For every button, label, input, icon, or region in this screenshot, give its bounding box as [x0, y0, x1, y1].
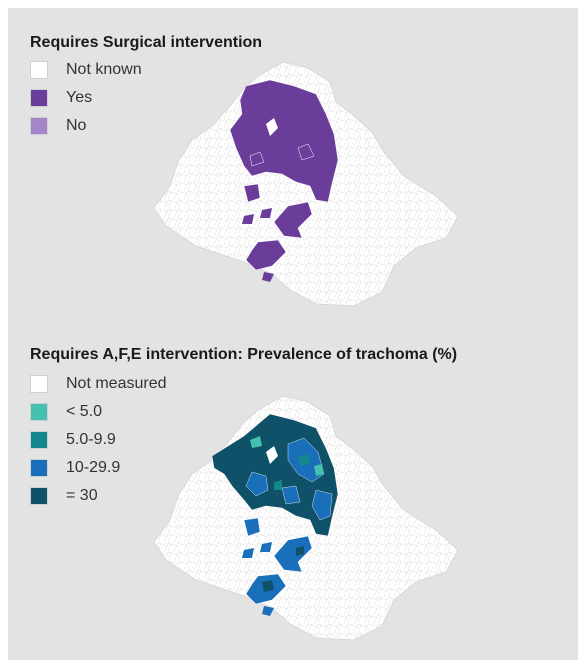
map-region-afe10 [243, 517, 261, 537]
legend-swatch [30, 117, 48, 135]
legend-label: Not known [66, 61, 142, 78]
legend-label: 10-29.9 [66, 459, 121, 476]
surgical-yes-region-central [273, 201, 313, 239]
surgical-yes-region-south [245, 239, 287, 271]
map-region-afe10 [311, 489, 333, 521]
surgical-map-block: Requires Surgical intervention Not known… [8, 8, 578, 328]
legend-swatch [30, 89, 48, 107]
legend-item-not-known: Not known [30, 56, 142, 84]
legend-swatch [30, 375, 48, 393]
afe-map-title: Requires A,F,E intervention: Prevalence … [30, 346, 458, 363]
surgical-yes-region-west [243, 183, 261, 203]
map-region-region-main [249, 151, 265, 167]
afe-choropleth-map [153, 395, 459, 641]
legend-item-5-9: 5.0-9.9 [30, 426, 167, 454]
legend-item-yes: Yes [30, 84, 142, 112]
map-region-region-main [262, 272, 274, 282]
map-region-afe10 [262, 606, 274, 616]
legend-item-30: = 30 [30, 482, 167, 510]
map-hole [266, 118, 278, 136]
legend-swatch [30, 431, 48, 449]
map-region-afe10 [260, 542, 272, 552]
legend-label: Yes [66, 89, 93, 106]
map-region-afe30 [262, 580, 274, 592]
legend-item-lt5: < 5.0 [30, 398, 167, 426]
map-region-afe10 [242, 548, 254, 558]
legend-item-10-29: 10-29.9 [30, 454, 167, 482]
legend-label: = 30 [66, 487, 98, 504]
surgical-choropleth-map [153, 61, 459, 307]
afe-legend: Not measured < 5.0 5.0-9.9 10-29.9 = 30 [30, 370, 167, 510]
map-region-afe10 [245, 471, 269, 497]
surgical-map-title: Requires Surgical intervention [30, 34, 263, 51]
legend-item-no: No [30, 112, 142, 140]
map-region-afe10 [281, 485, 301, 505]
legend-swatch [30, 403, 48, 421]
legend-label: No [66, 117, 87, 134]
legend-label: 5.0-9.9 [66, 431, 116, 448]
legend-swatch [30, 487, 48, 505]
map-region-afe10 [273, 535, 313, 573]
map-region-region-main [297, 143, 315, 161]
surgical-legend: Not known Yes No [30, 56, 142, 140]
map-region-afe5 [274, 480, 282, 490]
map-region-afelt5 [314, 464, 324, 476]
map-region-region-main [242, 214, 254, 224]
legend-label: < 5.0 [66, 403, 103, 420]
map-hole [266, 446, 278, 464]
legend-item-not-measured: Not measured [30, 370, 167, 398]
legend-swatch [30, 61, 48, 79]
figure-panel: Requires Surgical intervention Not known… [8, 8, 578, 660]
map-region-region-main [260, 208, 272, 218]
map-region-afe30 [296, 546, 304, 556]
surgical-yes-region-north [229, 79, 339, 203]
map-region-afelt5 [250, 436, 262, 448]
map-region-afe5 [298, 454, 310, 466]
legend-label: Not measured [66, 375, 167, 392]
legend-swatch [30, 459, 48, 477]
afe-map-block: Requires A,F,E intervention: Prevalence … [8, 328, 578, 660]
